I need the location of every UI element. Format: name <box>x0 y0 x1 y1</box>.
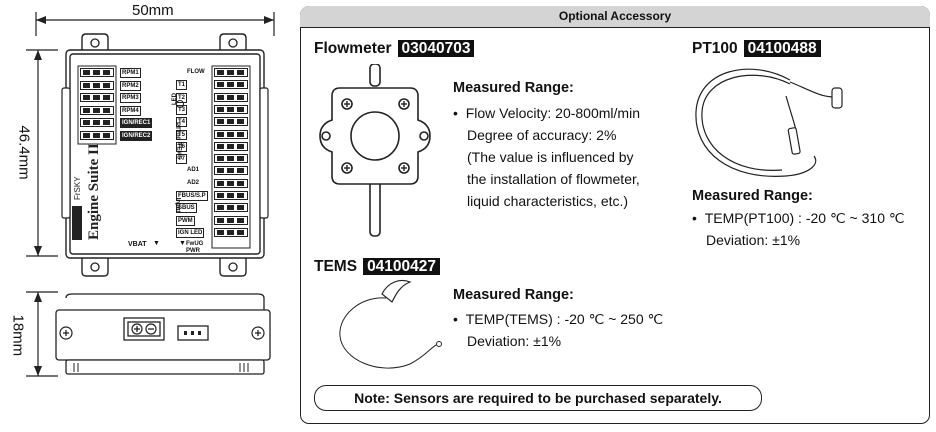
pin-header <box>214 141 248 151</box>
port-label: T1 <box>176 80 188 91</box>
port-label: RPM1 <box>120 68 141 78</box>
panel-title: Optional Accessory <box>300 6 930 28</box>
vbat-arrow-icon: ▼ <box>153 240 160 247</box>
flowmeter-range-title: Measured Range: <box>453 80 574 96</box>
pt100-specs: • TEMP(PT100) : -20 ℃ ~ 310 ℃ Deviation:… <box>692 207 922 251</box>
product-name: Engine Suite II <box>86 143 102 240</box>
pin-header <box>80 105 114 115</box>
tems-code: 04100427 <box>363 258 441 275</box>
pin-header <box>214 203 248 213</box>
pin-header <box>214 104 248 114</box>
list-item: • TEMP(PT100) : -20 ℃ ~ 310 ℃ <box>692 210 905 226</box>
pin-header <box>80 93 114 102</box>
tems-image <box>339 279 442 369</box>
flowmeter-code: 03040703 <box>397 40 475 57</box>
flowmeter-name: Flowmeter <box>314 40 392 57</box>
height-dimension: 46.4mm <box>15 125 33 180</box>
list-item: the installation of flowmeter, <box>467 171 640 187</box>
port-label: IGN/REC1 <box>120 118 153 128</box>
tems-heading: TEMS 04100427 <box>314 258 441 276</box>
pt100-image <box>695 68 843 177</box>
port-label: T4 <box>176 117 188 128</box>
port-label: AD1 <box>186 166 201 175</box>
port-label: FLOW <box>186 68 206 76</box>
port-label: SBUS <box>176 203 197 214</box>
pin-header <box>214 92 248 102</box>
tems-name: TEMS <box>314 258 358 275</box>
list-item: • Flow Velocity: 20-800ml/min <box>453 105 640 121</box>
pin-header <box>214 117 248 127</box>
device-drawing: FrSKY Engine Suite II <box>26 12 275 377</box>
purchase-note: Note: Sensors are required to be purchas… <box>314 385 762 411</box>
pin-header <box>80 80 114 90</box>
list-item: Deviation: ±1% <box>467 333 562 349</box>
port-label: T7 <box>176 154 188 165</box>
port-label: RPM4 <box>120 105 141 116</box>
flowmeter-image <box>319 64 431 237</box>
list-item: liquid characteristics, etc.) <box>467 193 629 209</box>
pin-header <box>80 68 114 77</box>
led-indicator <box>176 100 184 108</box>
tems-group-label: TEMS <box>175 142 182 160</box>
fw-arrow-icon: ▼ <box>179 240 186 247</box>
list-item: • TEMP(TEMS) : -20 ℃ ~ 250 ℃ <box>453 311 664 327</box>
pin-header <box>214 178 248 188</box>
pin-header <box>214 215 248 225</box>
port-label: RPM3 <box>120 93 141 103</box>
width-dimension: 50mm <box>132 2 174 19</box>
pin-header <box>214 68 248 77</box>
tems-specs: • TEMP(TEMS) : -20 ℃ ~ 250 ℃ Deviation: … <box>453 308 693 352</box>
vbat-label: VBAT <box>128 241 147 248</box>
brand-text: FrSKY <box>73 176 82 200</box>
depth-dimension: 18mm <box>9 314 27 357</box>
port-label: T5 <box>176 129 188 140</box>
pt100-group-label: PT100 <box>173 122 180 140</box>
pin-header <box>214 129 248 139</box>
pin-header <box>214 166 248 176</box>
pin-header <box>80 118 114 127</box>
flowmeter-heading: Flowmeter 03040703 <box>314 40 475 58</box>
pin-header <box>214 154 248 164</box>
pin-header <box>214 80 248 90</box>
pt100-name: PT100 <box>692 40 738 57</box>
fw-label: FwUG PWR <box>186 241 204 254</box>
port-label: IGN/REC2 <box>120 130 153 141</box>
input-group-label: Input <box>174 197 181 213</box>
pt100-code: 04100488 <box>743 40 821 57</box>
port-label: PWM <box>176 215 195 226</box>
port-label: T6 <box>176 141 188 152</box>
pt100-heading: PT100 04100488 <box>692 40 821 58</box>
port-label: RPM2 <box>120 80 141 91</box>
pt100-range-title: Measured Range: <box>692 188 813 204</box>
pin-header <box>214 227 248 237</box>
pin-header <box>214 191 248 200</box>
flowmeter-specs: • Flow Velocity: 20-800ml/min Degree of … <box>453 102 673 212</box>
port-label: IGN LED <box>176 227 205 238</box>
pin-header <box>80 130 114 140</box>
port-label: FBUS/S.P <box>176 191 208 201</box>
list-item: Degree of accuracy: 2% <box>467 127 617 143</box>
list-item: Deviation: ±1% <box>706 232 801 248</box>
tems-range-title: Measured Range: <box>453 287 574 303</box>
list-item: (The value is influenced by <box>467 149 634 165</box>
port-label: AD2 <box>186 178 201 187</box>
